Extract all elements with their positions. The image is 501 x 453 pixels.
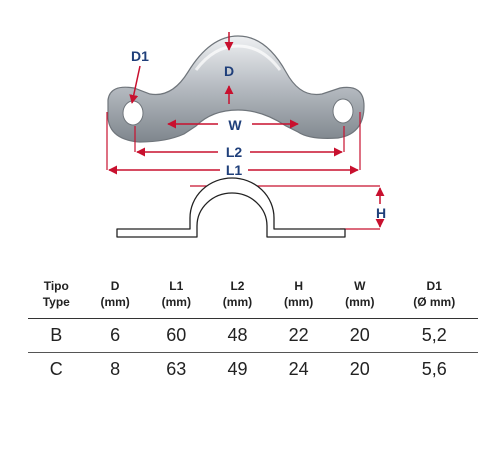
cell-l1: 63 — [166, 359, 187, 379]
dimension-d: D — [224, 32, 234, 104]
dimension-d1: D1 — [129, 48, 149, 104]
cell-d: 8 — [110, 359, 121, 379]
dimension-w: W — [167, 117, 299, 133]
cell-d: 6 — [110, 325, 121, 345]
cell-d1: 5,6 — [421, 359, 447, 379]
cell-h: 22 — [288, 325, 309, 345]
col-header-l2: L2(mm) — [222, 279, 253, 309]
cell-type: B — [50, 325, 63, 345]
strap-profile — [116, 177, 346, 238]
cell-w: 20 — [349, 359, 370, 379]
dimension-h: H — [375, 187, 386, 228]
dimension-l1: L1 — [108, 162, 359, 178]
label-d: D — [224, 63, 234, 79]
dimension-l2: L2 — [136, 144, 343, 160]
col-header-d: D(mm) — [100, 279, 130, 309]
label-l2: L2 — [226, 144, 243, 160]
cell-type: C — [49, 359, 63, 379]
cell-l1: 60 — [166, 325, 187, 345]
col-header-l1: L1(mm) — [161, 279, 191, 309]
label-l1: L1 — [226, 162, 243, 178]
product-diagram: D D1 W L2 L1 H — [106, 32, 386, 238]
table-row: B 6 60 48 22 20 5,2 — [28, 319, 478, 353]
label-d1: D1 — [131, 48, 149, 64]
cell-l2: 48 — [227, 325, 248, 345]
label-w: W — [228, 117, 242, 133]
cell-h: 24 — [288, 359, 309, 379]
label-h: H — [376, 205, 386, 221]
col-header-d1: D1(Ø mm) — [413, 279, 456, 309]
cell-l2: 49 — [227, 359, 248, 379]
col-header-h: H(mm) — [283, 279, 314, 309]
table-row: C 8 63 49 24 20 5,6 — [28, 353, 478, 387]
cell-d1: 5,2 — [421, 325, 447, 345]
col-header-w: W(mm) — [345, 279, 375, 309]
strap-photo — [107, 35, 365, 143]
cell-w: 20 — [349, 325, 370, 345]
